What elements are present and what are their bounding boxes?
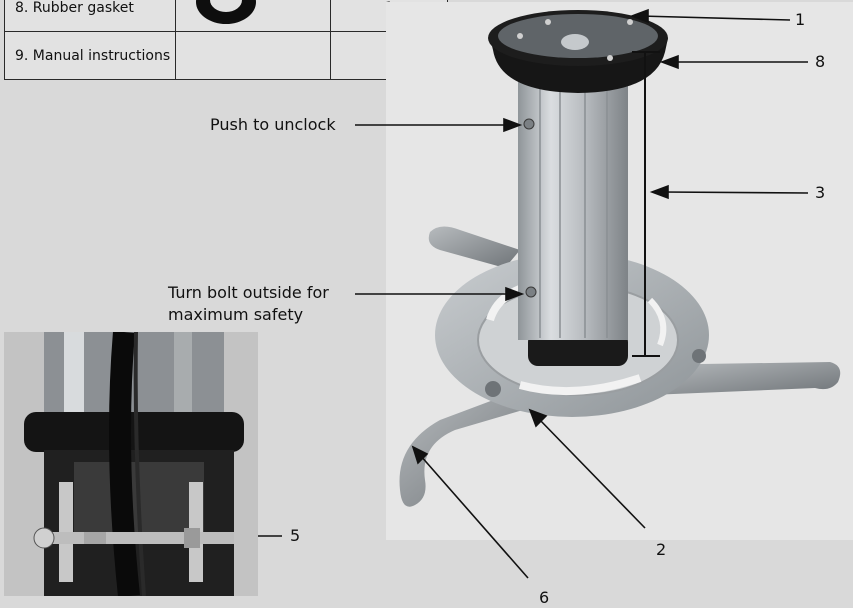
callout-number-1: 1 xyxy=(795,10,806,29)
table-row: 8. Rubber gasket 1 xyxy=(4,0,448,32)
empty-image-cell xyxy=(175,31,331,80)
turn-bolt-label-line1: Turn bolt outside for xyxy=(168,283,329,302)
extension-tube xyxy=(518,78,628,340)
part-name: 8. Rubber gasket xyxy=(4,0,176,32)
turn-bolt-label-line2: maximum safety xyxy=(168,305,304,324)
tube-bottom-collar xyxy=(528,332,628,366)
rubber-gasket-image xyxy=(175,0,331,32)
callout-number-6: 6 xyxy=(539,588,550,607)
callout-number-8: 8 xyxy=(815,52,826,71)
callout-number-5: 5 xyxy=(290,526,301,545)
callout-number-2: 2 xyxy=(656,540,667,559)
push-to-unlock-label: Push to unclock xyxy=(210,115,336,134)
parts-table: 8. Rubber gasket 1 9. Manual instruction… xyxy=(4,0,448,80)
callout-number-3: 3 xyxy=(815,183,826,202)
part-name: 9. Manual instructions xyxy=(4,31,176,80)
bolt-closeup-inset xyxy=(4,332,258,596)
mount-arm-back xyxy=(428,226,520,268)
